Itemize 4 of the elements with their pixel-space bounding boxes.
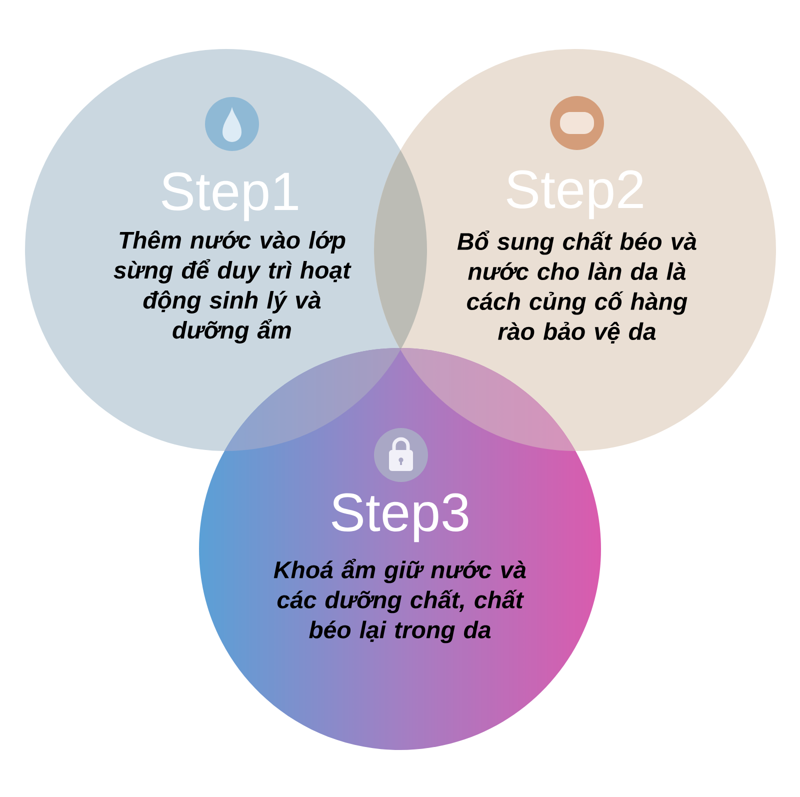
step-description: Thêm nước vào lớp sừng để duy trì hoạt động sinh lý và dưỡng ẩm <box>114 230 352 344</box>
step-description: Bổ sung chất béo và nước cho làn da là cách củng cố hàng rào bảo vệ da <box>457 230 696 344</box>
step-title: Step3 <box>332 493 468 542</box>
step-description: Khoá ẩm giữ nước và các dưỡng chất, chất béo lại trong da <box>274 558 526 644</box>
